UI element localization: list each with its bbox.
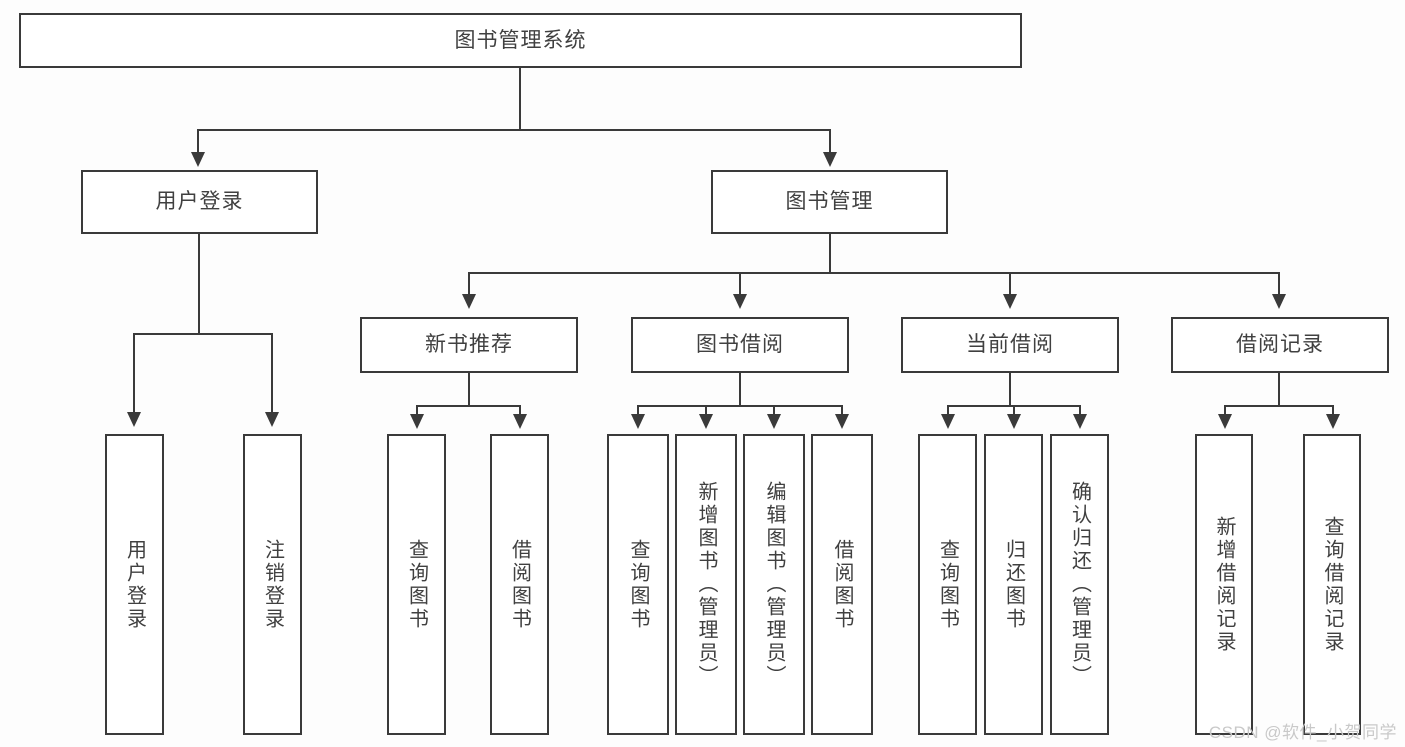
- node-label: 确认归还（管理员）: [1068, 481, 1091, 688]
- arrow-nbr-leaf-2: [513, 414, 527, 429]
- arrow-user-login-leaf-2: [265, 412, 279, 427]
- node-label: 用户登录: [123, 538, 146, 631]
- node-label: 借阅图书: [508, 538, 531, 631]
- node-label: 注销登录: [261, 538, 284, 631]
- arrow-bb-leaf-1: [631, 414, 645, 429]
- node-label: 编辑图书（管理员）: [763, 481, 785, 688]
- leaf-bb-borrow-book[interactable]: 借阅图书: [811, 434, 873, 735]
- arrow-cb-leaf-2: [1007, 414, 1021, 429]
- arrow-to-user-login: [191, 152, 205, 167]
- edge-bm-drop-3: [1009, 272, 1011, 297]
- edge-nbr-drop-1: [416, 405, 418, 419]
- edge-book-management-stem: [829, 234, 831, 274]
- arrow-user-login-leaf-1: [127, 412, 141, 427]
- edge-br-stem: [1278, 373, 1280, 406]
- arrow-to-borrow-record: [1272, 294, 1286, 309]
- leaf-nbr-query-book[interactable]: 查询图书: [387, 434, 446, 735]
- edge-cb-drop-1: [947, 405, 949, 419]
- leaf-bb-add-book-admin[interactable]: 新增图书（管理员）: [675, 434, 737, 735]
- leaf-cb-query-book[interactable]: 查询图书: [918, 434, 977, 735]
- node-label: 借阅图书: [831, 538, 853, 631]
- arrow-nbr-leaf-1: [410, 414, 424, 429]
- node-label: 查询借阅记录: [1321, 515, 1343, 654]
- arrow-br-leaf-2: [1326, 414, 1340, 429]
- arrow-cb-leaf-3: [1073, 414, 1087, 429]
- leaf-cb-return-book[interactable]: 归还图书: [984, 434, 1043, 735]
- node-book-management[interactable]: 图书管理: [711, 170, 948, 234]
- edge-nbr-drop-2: [519, 405, 521, 419]
- node-label: 查询图书: [627, 538, 649, 631]
- node-label: 图书借阅: [696, 333, 784, 357]
- edge-br-drop-2: [1332, 405, 1334, 419]
- node-label: 查询图书: [405, 538, 428, 631]
- leaf-bb-edit-book-admin[interactable]: 编辑图书（管理员）: [743, 434, 805, 735]
- edge-cb-drop-3: [1079, 405, 1081, 419]
- edge-br-bus: [1224, 405, 1334, 407]
- arrow-to-book-borrow: [733, 294, 747, 309]
- node-root-book-management-system[interactable]: 图书管理系统: [19, 13, 1022, 68]
- node-label: 图书管理: [785, 190, 874, 214]
- arrow-br-leaf-1: [1218, 414, 1232, 429]
- leaf-user-login-login[interactable]: 用户登录: [105, 434, 164, 735]
- leaf-br-add-record[interactable]: 新增借阅记录: [1195, 434, 1253, 735]
- node-label: 新书推荐: [425, 333, 513, 357]
- node-label: 借阅记录: [1236, 333, 1324, 357]
- edge-root-stem: [519, 68, 521, 130]
- node-borrow-record[interactable]: 借阅记录: [1171, 317, 1389, 373]
- edge-user-login-stem: [198, 234, 200, 334]
- edge-bb-drop-2: [705, 405, 707, 419]
- edge-cb-drop-2: [1013, 405, 1015, 419]
- edge-nbr-stem: [468, 373, 470, 406]
- arrow-bb-leaf-4: [835, 414, 849, 429]
- arrow-bb-leaf-3: [767, 414, 781, 429]
- arrow-to-book-management: [823, 152, 837, 167]
- node-label: 新增图书（管理员）: [695, 481, 717, 688]
- edge-bm-drop-2: [739, 272, 741, 297]
- edge-cb-stem: [1009, 373, 1011, 406]
- node-new-book-recommend[interactable]: 新书推荐: [360, 317, 578, 373]
- edge-user-login-drop-1: [133, 333, 135, 415]
- edge-bm-drop-1: [468, 272, 470, 297]
- edge-user-login-drop-2: [271, 333, 273, 415]
- node-current-borrow[interactable]: 当前借阅: [901, 317, 1119, 373]
- leaf-br-query-record[interactable]: 查询借阅记录: [1303, 434, 1361, 735]
- node-user-login[interactable]: 用户登录: [81, 170, 318, 234]
- leaf-cb-confirm-return-admin[interactable]: 确认归还（管理员）: [1050, 434, 1109, 735]
- leaf-bb-query-book[interactable]: 查询图书: [607, 434, 669, 735]
- leaf-nbr-borrow-book[interactable]: 借阅图书: [490, 434, 549, 735]
- leaf-user-login-logout[interactable]: 注销登录: [243, 434, 302, 735]
- edge-user-login-bus: [133, 333, 273, 335]
- arrow-bb-leaf-2: [699, 414, 713, 429]
- edge-root-to-book-management: [829, 129, 831, 155]
- node-label: 当前借阅: [966, 333, 1054, 357]
- edge-bb-stem: [739, 373, 741, 406]
- edge-bm-drop-4: [1278, 272, 1280, 297]
- node-label: 新增借阅记录: [1213, 515, 1235, 654]
- edge-bb-drop-3: [773, 405, 775, 419]
- edge-nbr-bus: [416, 405, 521, 407]
- edge-bb-drop-4: [841, 405, 843, 419]
- node-label: 归还图书: [1002, 538, 1025, 631]
- edge-root-bus: [197, 129, 831, 131]
- edge-book-management-bus: [468, 272, 1280, 274]
- arrow-cb-leaf-1: [941, 414, 955, 429]
- edge-br-drop-1: [1224, 405, 1226, 419]
- node-label: 图书管理系统: [454, 28, 587, 52]
- edge-bb-drop-1: [637, 405, 639, 419]
- arrow-to-new-book-recommend: [462, 294, 476, 309]
- edge-bb-bus: [637, 405, 843, 407]
- node-label: 查询图书: [936, 538, 959, 631]
- node-label: 用户登录: [155, 190, 244, 214]
- edge-root-to-user-login: [197, 129, 199, 155]
- node-book-borrow[interactable]: 图书借阅: [631, 317, 849, 373]
- arrow-to-current-borrow: [1003, 294, 1017, 309]
